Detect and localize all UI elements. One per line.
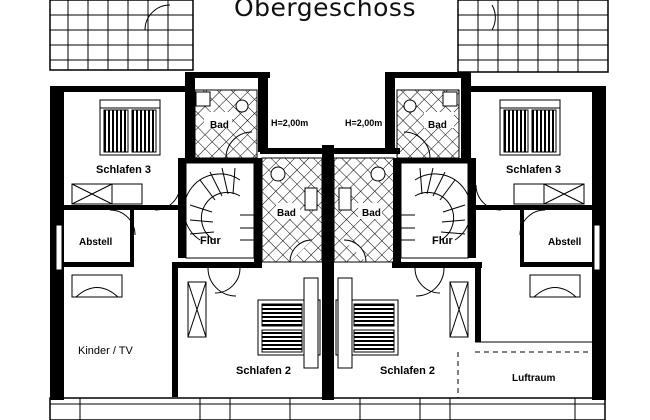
label-bedroom3-left: Schlafen 3	[96, 164, 151, 176]
label-storage-right: Abstell	[548, 237, 582, 248]
bed-right-schlafen3	[499, 99, 561, 156]
bath-center-left	[261, 157, 323, 263]
label-hall-left: Flur	[200, 235, 221, 247]
bed-schlafen2-left	[257, 277, 321, 369]
label-bath-center-left: Bad	[277, 208, 296, 219]
stairs-right	[400, 162, 472, 259]
label-bedroom2-left: Schlafen 2	[236, 365, 291, 377]
wardrobe-schlafen2-left	[187, 281, 207, 338]
wardrobe-left	[71, 183, 143, 205]
label-air-space: Luftraum	[512, 373, 555, 384]
label-kids-tv: Kinder / TV	[78, 345, 133, 357]
bath-right	[396, 89, 460, 159]
label-bedroom2-right: Schlafen 2	[380, 365, 435, 377]
label-height-left: H=2,00m	[271, 118, 308, 128]
outer-walls	[50, 72, 606, 400]
bed-left-schlafen3	[99, 99, 161, 156]
label-bath-center-right: Bad	[362, 208, 381, 219]
label-hall-right: Flur	[432, 235, 453, 247]
balcony-bottom	[49, 397, 606, 420]
roof-top-right	[457, 0, 609, 73]
page-title: Obergeschoss	[234, 0, 416, 22]
door-arcs	[109, 184, 546, 297]
roof-top-left	[49, 0, 194, 71]
label-height-right: H=2,00m	[345, 118, 382, 128]
bed-schlafen2-right	[335, 277, 399, 369]
bath-center-right	[333, 157, 395, 263]
label-bedroom3-right: Schlafen 3	[506, 164, 561, 176]
sofa-right	[529, 274, 581, 298]
wardrobe-right	[513, 183, 585, 205]
wardrobe-schlafen2-right	[449, 281, 469, 338]
sofa-left	[71, 274, 123, 298]
label-bath-right: Bad	[428, 120, 447, 131]
label-bath-left: Bad	[210, 120, 229, 131]
bath-left	[194, 89, 258, 159]
stairs-left	[183, 162, 255, 259]
label-storage-left: Abstell	[79, 237, 113, 248]
air-space-outline	[457, 351, 592, 398]
